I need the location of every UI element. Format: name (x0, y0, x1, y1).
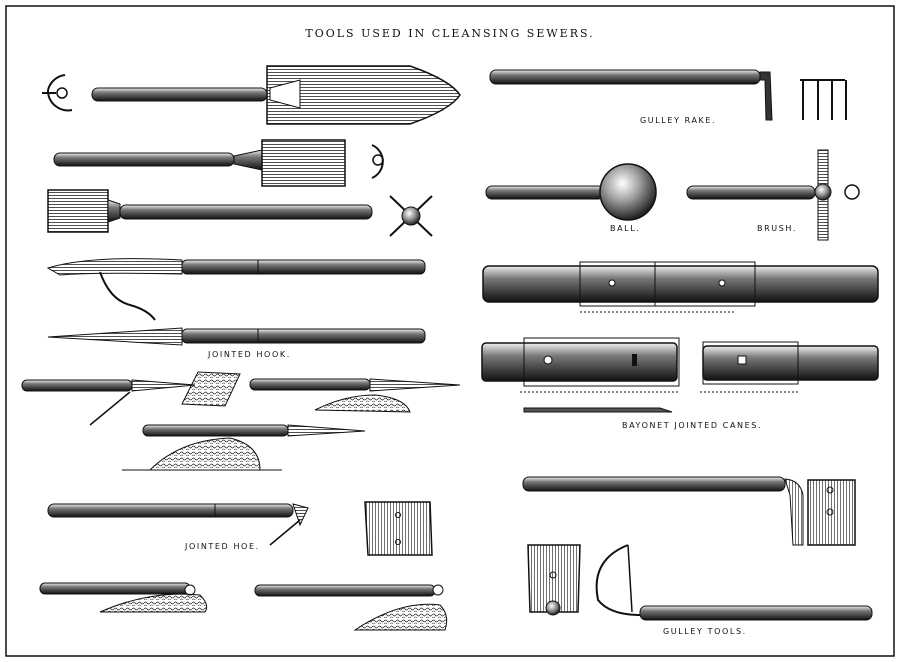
brush-tool (686, 149, 860, 241)
label-jointed-hook: JOINTED HOOK. (208, 350, 291, 359)
jointed-hook-1 (46, 258, 426, 321)
scraper-earth-tool (122, 424, 366, 471)
plate-border (5, 5, 895, 657)
gulley-rake-tool (489, 69, 847, 121)
ball-tool (485, 163, 657, 221)
label-brush: BRUSH. (757, 224, 797, 233)
label-jointed-hoe: JOINTED HOE. (185, 542, 260, 551)
scoop-tool (42, 65, 461, 125)
label-gulley-rake: GULLEY RAKE. (640, 116, 717, 125)
label-ball: BALL. (610, 224, 641, 233)
bayonet-cane-2 (481, 337, 879, 413)
gulley-tools (522, 476, 873, 621)
plate-title: TOOLS USED IN CLEANSING SEWERS. (305, 27, 595, 40)
spade-tool (53, 139, 384, 187)
shovel-tool (47, 189, 433, 237)
label-bayonet-jointed-canes: BAYONET JOINTED CANES. (622, 421, 763, 430)
scraper-tools (21, 371, 461, 426)
label-gulley-tools: GULLEY TOOLS. (663, 627, 747, 636)
bayonet-cane-1 (482, 261, 879, 313)
hoe-earth-tools (39, 582, 448, 631)
jointed-hoe-tool (47, 501, 433, 556)
jointed-hook-2 (47, 327, 426, 346)
